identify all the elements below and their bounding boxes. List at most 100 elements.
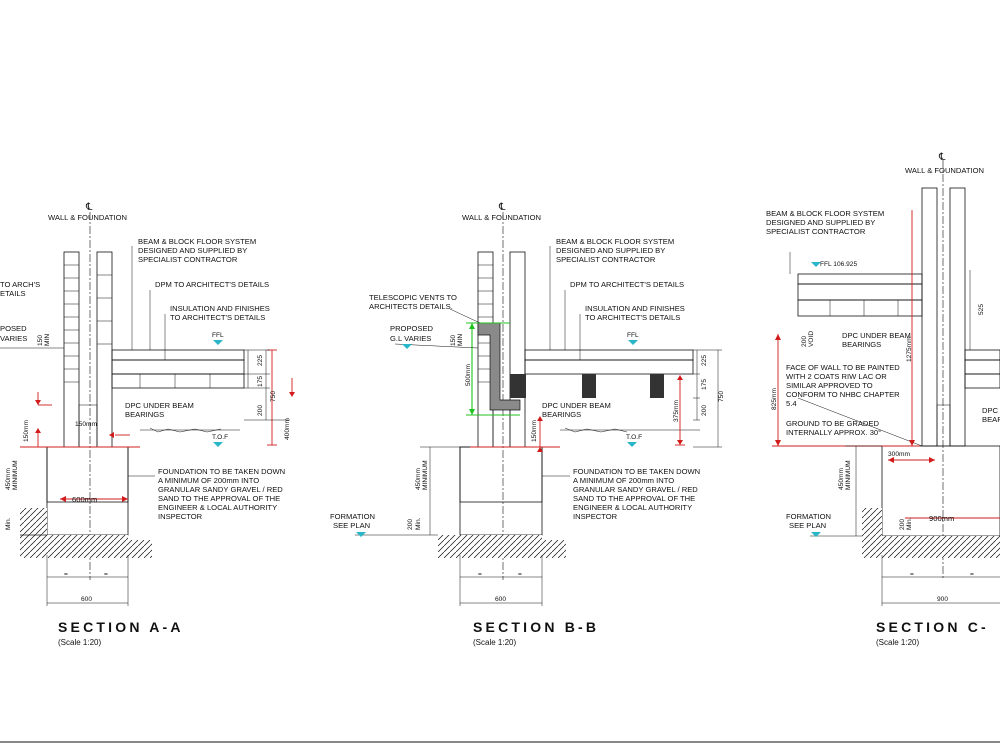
foundation-note-1: FOUNDATION TO BE TAKEN DOWN xyxy=(573,467,700,476)
width-600mm: 600mm xyxy=(72,495,97,504)
cavity-fill xyxy=(936,404,951,447)
ground-note-2: INTERNALLY APPROX. 30° xyxy=(786,428,881,437)
width-900: 900 xyxy=(937,596,948,603)
face-note-3: SIMILAR APPROVED TO xyxy=(786,381,873,390)
insulation-note-2: TO ARCHITECT'S DETAILS xyxy=(170,313,265,322)
insulation-note-1: INSULATION AND FINISHES xyxy=(585,304,685,313)
ffl-label: FFL xyxy=(627,332,639,339)
floor-screed xyxy=(524,349,694,361)
face-note-5: 5.4 xyxy=(786,399,797,408)
dpc-note-2: BEARINGS xyxy=(842,340,881,349)
lower-floor-beams xyxy=(964,373,1000,389)
section-a: ℄ WALL & FOUNDATION xyxy=(0,202,295,647)
left-note-1a: TO ARCH'S xyxy=(0,280,40,289)
dpc-note-1: DPC UNDER BEAM xyxy=(842,331,911,340)
dim-225: 225 xyxy=(257,355,264,366)
graded-ground xyxy=(797,397,923,447)
left-note-2a: POSED xyxy=(0,324,27,333)
dim-200: 200 xyxy=(701,405,708,416)
eq-1: = xyxy=(64,571,68,578)
foundation-note-5: ENGINEER & LOCAL AUTHORITY xyxy=(573,503,692,512)
dim-150-min-b: MIN xyxy=(457,334,464,346)
proposed-gl-1: PROPOSED xyxy=(390,324,434,333)
dim-825mm: 825mm xyxy=(771,388,778,410)
dim-200-min-a: 200 xyxy=(899,519,906,530)
dim-175: 175 xyxy=(701,379,708,390)
foundation-note-4: SAND TO THE APPROVAL OF THE xyxy=(158,494,280,503)
upper-floor-beams xyxy=(797,299,923,317)
floor-system-note-2: DESIGNED AND SUPPLIED BY xyxy=(138,246,247,255)
foundation-note-1: FOUNDATION TO BE TAKEN DOWN xyxy=(158,467,285,476)
centre-line-symbol: ℄ xyxy=(85,202,93,213)
dim-150-min-a: 150 xyxy=(450,335,457,346)
eq-2: = xyxy=(970,571,974,578)
section-title: SECTION C- xyxy=(876,619,989,635)
dim-450-b: MINIMUM xyxy=(12,460,19,490)
width-600: 600 xyxy=(81,596,92,603)
eq-1: = xyxy=(478,571,482,578)
width-600: 600 xyxy=(495,596,506,603)
left-wall xyxy=(921,187,938,447)
dim-1275mm: 1275mm xyxy=(906,336,913,362)
floor-system-note-2: DESIGNED AND SUPPLIED BY xyxy=(766,218,875,227)
formation-ground xyxy=(862,536,1000,558)
dim-525: 525 xyxy=(978,304,985,315)
insulation-note-1: INSULATION AND FINISHES xyxy=(170,304,270,313)
right-wall xyxy=(949,187,966,447)
dim-200-min-b: Min. xyxy=(415,517,422,530)
proposed-gl-2: G.L VARIES xyxy=(390,334,431,343)
foundation-note-6: INSPECTOR xyxy=(573,512,618,521)
floor-system-note-1: BEAM & BLOCK FLOOR SYSTEM xyxy=(138,237,256,246)
formation-note-2: SEE PLAN xyxy=(789,521,826,530)
dim-450-b: MINIMUM xyxy=(422,460,429,490)
dim-375mm: 375mm xyxy=(673,400,680,422)
floor-insulation xyxy=(524,359,694,375)
formation-marker xyxy=(356,532,366,537)
centre-line-symbol: ℄ xyxy=(938,152,946,163)
tof-label: T.O.F xyxy=(626,434,642,441)
tof-label: T.O.F xyxy=(212,434,228,441)
dpc-note-2: BEARINGS xyxy=(125,410,164,419)
face-note-1: FACE OF WALL TO BE PAINTED xyxy=(786,363,900,372)
right-dpc-1: DPC xyxy=(982,406,999,415)
floor-beam xyxy=(582,374,596,398)
dim-200-min-a: 200 xyxy=(407,519,414,530)
lower-floor-insulation xyxy=(964,359,1000,375)
section-title: SECTION A-A xyxy=(58,619,184,635)
min-label: Min. xyxy=(5,517,12,530)
foundation-note-5: ENGINEER & LOCAL AUTHORITY xyxy=(158,503,277,512)
dim-300mm: 300mm xyxy=(888,451,910,458)
dim-tag: 150mm xyxy=(75,421,97,428)
foundation-note-3: GRANULAR SANDY GRAVEL / RED xyxy=(573,485,698,494)
eq-2: = xyxy=(518,571,522,578)
centre-line-symbol: ℄ xyxy=(498,202,506,213)
inner-block-wall xyxy=(96,251,113,448)
dim-500mm: 500mm xyxy=(465,364,472,386)
floor-beam xyxy=(650,374,664,398)
dpm-note: DPM TO ARCHITECT'S DETAILS xyxy=(570,280,684,289)
dpc-note-2: BEARINGS xyxy=(542,410,581,419)
dpm-note: DPM TO ARCHITECT'S DETAILS xyxy=(155,280,269,289)
foundation-note-4: SAND TO THE APPROVAL OF THE xyxy=(573,494,695,503)
dim-150mm: 150mm xyxy=(23,420,30,442)
gl-marker xyxy=(402,344,412,349)
floor-system-note-3: SPECIALIST CONTRACTOR xyxy=(138,255,238,264)
upper-floor-insulation xyxy=(797,283,923,301)
floor-screed xyxy=(111,349,245,361)
dim-150-min-a: 150 xyxy=(37,335,44,346)
formation-note-1: FORMATION xyxy=(330,512,375,521)
right-dpc-2: BEAR xyxy=(982,415,1000,424)
dim-200-void-b: VOID xyxy=(808,331,815,347)
inner-block-wall xyxy=(509,251,526,448)
floor-beam xyxy=(510,374,526,398)
cavity-fill xyxy=(492,404,511,448)
wall-label: WALL & FOUNDATION xyxy=(462,213,541,222)
section-title: SECTION B-B xyxy=(473,619,599,635)
dim-150mm: 150mm xyxy=(531,420,538,442)
foundation-note-2: A MINIMUM OF 200mm INTO xyxy=(573,476,674,485)
ffl-label: FFL xyxy=(212,332,224,339)
oversite-ground xyxy=(564,427,628,433)
tof-marker xyxy=(213,442,223,447)
ffl-label: FFL 106.925 xyxy=(820,261,857,268)
face-note-2: WITH 2 COATS RIW LAC OR xyxy=(786,372,887,381)
